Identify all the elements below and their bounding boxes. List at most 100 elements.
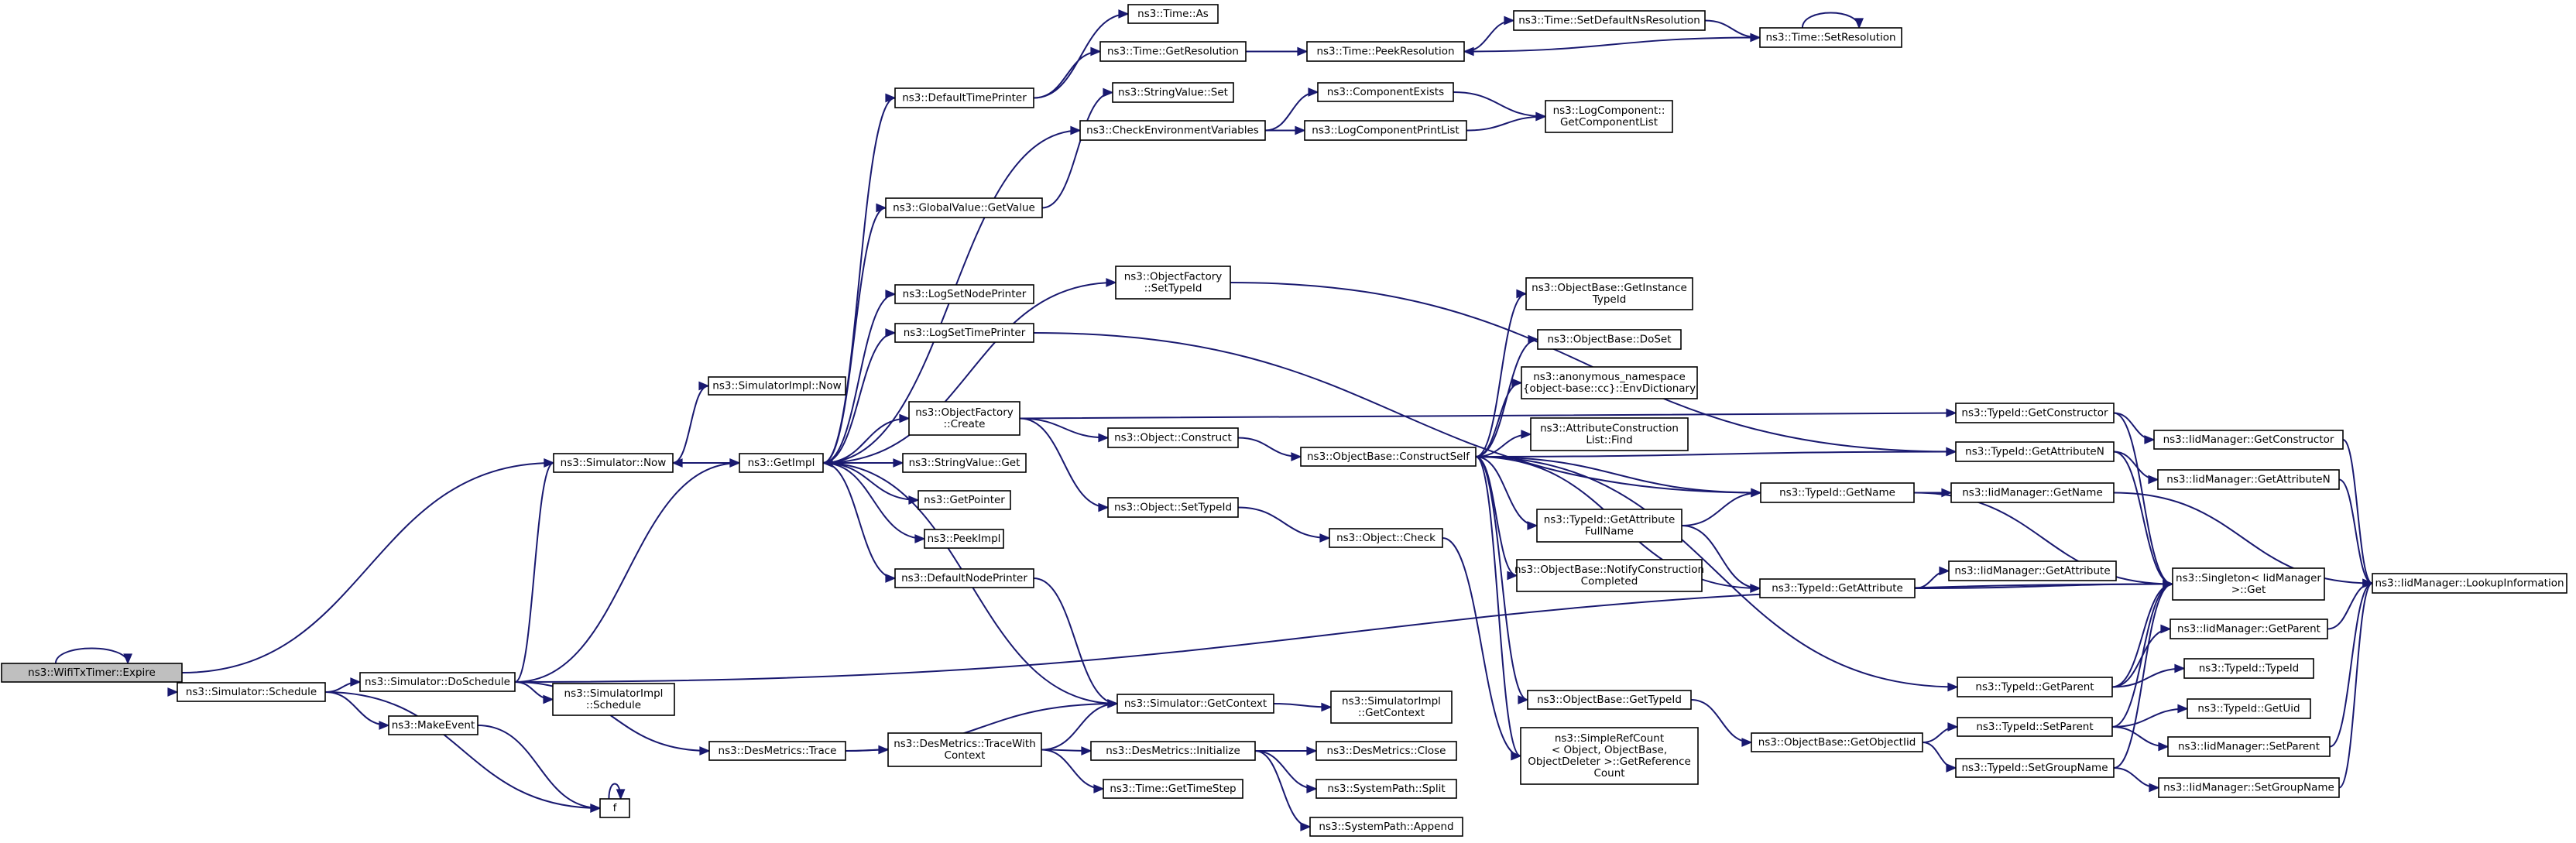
node-iid_setgroupname[interactable]: ns3::IidManager::SetGroupName <box>2158 777 2340 798</box>
node-globalvalue_getvalue[interactable]: ns3::GlobalValue::GetValue <box>885 197 1043 218</box>
node-box[interactable] <box>1527 690 1692 710</box>
node-box[interactable] <box>2372 573 2567 594</box>
node-box[interactable] <box>1107 427 1239 448</box>
node-stringvalue_set[interactable]: ns3::StringValue::Set <box>1112 82 1234 103</box>
node-iid_lookupinformation[interactable]: ns3::IidManager::LookupInformation <box>2372 573 2567 594</box>
node-box[interactable] <box>885 197 1043 218</box>
node-box[interactable] <box>2172 567 2325 601</box>
node-box[interactable] <box>1950 482 2115 503</box>
node-box[interactable] <box>908 401 1020 436</box>
node-box[interactable] <box>2187 698 2311 719</box>
node-simimpl_now[interactable]: ns3::SimulatorImpl::Now <box>708 376 846 396</box>
node-time_gettimestep[interactable]: ns3::Time::GetTimeStep <box>1103 779 1243 799</box>
node-box[interactable] <box>1306 41 1465 62</box>
node-iid_getconstructor[interactable]: ns3::IidManager::GetConstructor <box>2153 430 2344 450</box>
node-time_setresolution[interactable]: ns3::Time::SetResolution <box>1759 27 1902 48</box>
node-box[interactable] <box>2183 658 2314 679</box>
node-box[interactable] <box>1760 482 1915 503</box>
node-singleton_get[interactable]: ns3::Singleton< IidManager >::Get <box>2172 567 2325 601</box>
node-systempath_append[interactable]: ns3::SystemPath::Append <box>1309 817 1463 837</box>
node-box[interactable] <box>1309 817 1463 837</box>
node-iid_getattribute[interactable]: ns3::IidManager::GetAttribute <box>1948 560 2117 581</box>
node-box[interactable] <box>1315 779 1457 799</box>
node-box[interactable] <box>2167 736 2331 757</box>
node-box[interactable] <box>1948 560 2117 581</box>
node-box[interactable] <box>1955 403 2115 423</box>
node-box[interactable] <box>1537 329 1682 350</box>
node-objectbase_doset[interactable]: ns3::ObjectBase::DoSet <box>1537 329 1682 350</box>
node-box[interactable] <box>1329 528 1443 548</box>
node-logcomponentprintlist[interactable]: ns3::LogComponentPrintList <box>1304 120 1467 141</box>
node-box[interactable] <box>2170 619 2328 639</box>
node-typeid_getparent[interactable]: ns3::TypeId::GetParent <box>1957 677 2113 697</box>
node-box[interactable] <box>1103 779 1243 799</box>
node-stringvalue_get[interactable]: ns3::StringValue::Get <box>902 453 1027 473</box>
node-box[interactable] <box>1116 694 1274 714</box>
node-componentexists[interactable]: ns3::ComponentExists <box>1317 82 1454 102</box>
node-box[interactable] <box>1955 758 2115 778</box>
node-getpointer[interactable]: ns3::GetPointer <box>918 490 1011 510</box>
node-box[interactable] <box>177 682 326 702</box>
node-box[interactable] <box>388 715 478 735</box>
node-box[interactable] <box>739 453 824 473</box>
node-box[interactable] <box>1315 741 1457 761</box>
node-box[interactable] <box>1127 4 1219 24</box>
node-typeid_getconstructor[interactable]: ns3::TypeId::GetConstructor <box>1955 403 2115 423</box>
node-simimpl_schedule[interactable]: ns3::SimulatorImpl::Schedule <box>552 683 675 716</box>
node-box[interactable] <box>1090 741 1256 761</box>
node-iid_setparent[interactable]: ns3::IidManager::SetParent <box>2167 736 2331 757</box>
node-objectbase_getobjectiid[interactable]: ns3::ObjectBase::GetObjectIid <box>1751 732 1923 752</box>
node-expire[interactable]: ns3::WifiTxTimer::Expire <box>1 663 183 683</box>
node-typeid_getuid[interactable]: ns3::TypeId::GetUid <box>2187 698 2311 719</box>
node-logsettimeprinter[interactable]: ns3::LogSetTimePrinter <box>894 323 1034 343</box>
node-box[interactable] <box>1957 677 2113 697</box>
node-iid_getattributen[interactable]: ns3::IidManager::GetAttributeN <box>2157 469 2340 490</box>
node-simimpl_getcontext[interactable]: ns3::SimulatorImpl::GetContext <box>1330 691 1453 724</box>
node-iid_getname[interactable]: ns3::IidManager::GetName <box>1950 482 2115 503</box>
node-box[interactable] <box>1300 447 1477 467</box>
node-time_getresolution[interactable]: ns3::Time::GetResolution <box>1099 41 1247 62</box>
node-objectfactory_settypeid[interactable]: ns3::ObjectFactory::SetTypeId <box>1115 266 1231 300</box>
node-box[interactable] <box>599 798 630 818</box>
node-sim_getcontext[interactable]: ns3::Simulator::GetContext <box>1116 694 1274 714</box>
node-time_peekresolution[interactable]: ns3::Time::PeekResolution <box>1306 41 1465 62</box>
node-objectbase_notifyconstruction[interactable]: ns3::ObjectBase::NotifyConstructionCompl… <box>1514 559 1704 592</box>
node-getimpl[interactable]: ns3::GetImpl <box>739 453 824 473</box>
node-box[interactable] <box>1520 727 1699 785</box>
node-box[interactable] <box>894 87 1034 108</box>
node-box[interactable] <box>1530 417 1689 451</box>
node-box[interactable] <box>1317 82 1454 102</box>
node-sim_schedule[interactable]: ns3::Simulator::Schedule <box>177 682 326 702</box>
node-box[interactable] <box>359 672 516 692</box>
node-defaultnodeprinter[interactable]: ns3::DefaultNodePrinter <box>894 568 1034 588</box>
node-object_settypeid[interactable]: ns3::Object::SetTypeId <box>1107 497 1239 518</box>
node-box[interactable] <box>887 732 1042 767</box>
node-typeid_typeid[interactable]: ns3::TypeId::TypeId <box>2183 658 2314 679</box>
node-box[interactable] <box>1107 497 1239 518</box>
node-typeid_getattribute[interactable]: ns3::TypeId::GetAttribute <box>1759 578 1916 598</box>
node-sim_now[interactable]: ns3::Simulator::Now <box>553 453 674 473</box>
node-simplerefcount[interactable]: ns3::SimpleRefCount< Object, ObjectBase,… <box>1520 727 1699 785</box>
node-box[interactable] <box>2158 777 2340 798</box>
node-objectbase_constructself[interactable]: ns3::ObjectBase::ConstructSelf <box>1300 447 1477 467</box>
node-box[interactable] <box>1955 441 2115 462</box>
node-box[interactable] <box>1957 717 2113 737</box>
node-box[interactable] <box>1545 100 1673 133</box>
node-desmetrics_initialize[interactable]: ns3::DesMetrics::Initialize <box>1090 741 1256 761</box>
node-box[interactable] <box>708 741 846 761</box>
node-box[interactable] <box>2157 469 2340 490</box>
node-desmetrics_close[interactable]: ns3::DesMetrics::Close <box>1315 741 1457 761</box>
node-box[interactable] <box>1516 559 1703 592</box>
node-box[interactable] <box>553 453 674 473</box>
node-object_check[interactable]: ns3::Object::Check <box>1329 528 1443 548</box>
node-box[interactable] <box>902 453 1027 473</box>
node-box[interactable] <box>1521 366 1698 399</box>
node-logcomponent_getcomponentlist[interactable]: ns3::LogComponent::GetComponentList <box>1545 100 1673 133</box>
node-box[interactable] <box>2153 430 2344 450</box>
node-peekimpl[interactable]: ns3::PeekImpl <box>924 529 1004 549</box>
node-iid_getparent[interactable]: ns3::IidManager::GetParent <box>2170 619 2328 639</box>
node-box[interactable] <box>1513 10 1706 31</box>
